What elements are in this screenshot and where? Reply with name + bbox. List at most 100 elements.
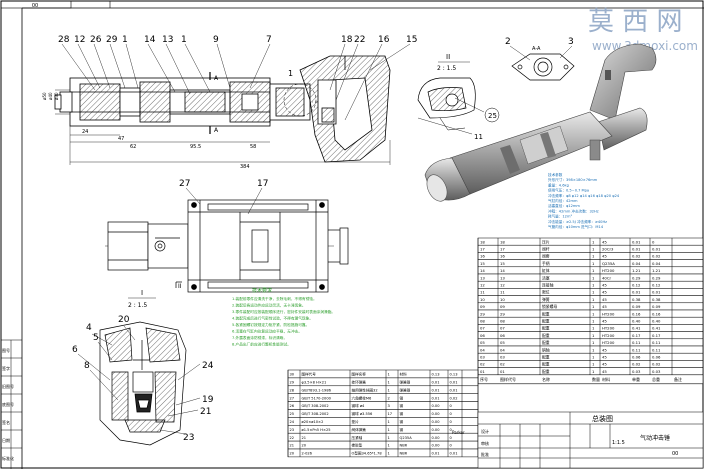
bom-row xyxy=(477,280,704,289)
bom-cell: 0.11 xyxy=(632,340,641,345)
bom-cell: 0.29 xyxy=(632,275,641,280)
balloon-27: 27 xyxy=(179,179,201,205)
bom-cell: 16 xyxy=(480,254,485,259)
bom-cell: Q235A xyxy=(400,436,413,440)
bom-cell: 1 xyxy=(592,333,595,338)
bom-cell: 21 xyxy=(302,436,307,440)
bom-cell: 0.09 xyxy=(652,304,661,309)
section-marker: A xyxy=(214,75,219,82)
spec-line: 活塞直径：φ12mm xyxy=(548,203,580,208)
bom-cell: 1 xyxy=(592,247,595,252)
spec-line: 冲程：42mm 冲击次数：32Hz xyxy=(548,208,599,213)
detail-leader xyxy=(77,353,111,381)
bom-cell: 弹簧钢 xyxy=(400,387,411,392)
title-block xyxy=(477,411,704,469)
dim-text-side: ø50 xyxy=(42,92,47,100)
bom-cell: GB/T 308-2002 xyxy=(302,404,329,408)
bom-cell: 0.17 xyxy=(652,333,661,338)
bom-cell: 28 xyxy=(290,388,295,392)
bom-cell: 配重 xyxy=(542,333,550,338)
spec-line: 冲击频率：φ8 φ12 φ14 φ16 φ18 φ20 φ24 xyxy=(548,193,620,198)
main-section-view xyxy=(54,55,391,165)
bom-cell: 09 xyxy=(500,304,505,309)
bom-cell: 20 xyxy=(302,444,307,448)
bom-cell: 0.04 xyxy=(632,261,641,266)
balloon-11: 11 xyxy=(474,133,483,141)
bom-cell: 01 xyxy=(480,369,485,374)
bom-cell: 23 xyxy=(290,428,295,432)
bom-cell: 15 xyxy=(480,261,485,266)
left-strip-label: 签字 xyxy=(2,365,10,371)
bom-cell: 2 xyxy=(388,396,390,400)
left-strip-label: 日期 xyxy=(2,437,10,443)
bom-cell: 29 xyxy=(290,381,295,385)
bom-cell: 0.02 xyxy=(652,362,661,367)
bom-cell: 钢 xyxy=(400,403,404,408)
detail-title: I xyxy=(141,289,143,297)
bom-cell: 05 xyxy=(480,340,485,345)
bom-cell: 0.40 xyxy=(632,319,641,324)
bom-cell: 0.16 xyxy=(652,311,661,316)
left-strip: 图号 签字 旧图号 底图号 签名 日期 标准化 xyxy=(1,339,22,469)
bom-cell: 1 xyxy=(592,283,595,288)
bom-cell: 1 xyxy=(592,254,595,259)
bom-row xyxy=(477,309,704,318)
bom-cell: 17 xyxy=(500,247,505,252)
bom-cell: 20 xyxy=(290,452,295,456)
bom-row xyxy=(477,244,704,253)
bom-cell: 弹簧 xyxy=(542,297,550,302)
bom-cell: 1 xyxy=(592,355,595,360)
detail-leader xyxy=(91,333,113,346)
bom-cell: 连接轴 xyxy=(542,283,554,288)
bom-cell: HT200 xyxy=(602,326,615,331)
dim-text: 58 xyxy=(250,144,256,150)
balloon-number: 16 xyxy=(378,35,390,45)
dim-text: 384 xyxy=(240,164,250,170)
bom-cell: 1 xyxy=(388,373,390,377)
bom-cell: 1 xyxy=(388,444,390,448)
bom-cell: 钢 xyxy=(400,419,404,424)
bom-cell: 1 xyxy=(388,420,390,424)
bom-cell: 1 xyxy=(592,275,595,280)
bom-cell: 钢球 ø4 xyxy=(352,403,366,408)
leader-line xyxy=(559,45,573,59)
bom-cell: 0.01 xyxy=(432,388,440,392)
balloon-number: 1 xyxy=(181,35,187,45)
bom-cell: 0.01 xyxy=(652,247,661,252)
detail-balloon-number: 20 xyxy=(118,315,130,325)
bom-cell: 10 xyxy=(500,297,505,302)
bom-cell: 0.13 xyxy=(450,373,458,377)
left-strip-label: 标准化 xyxy=(2,455,14,461)
section-A-label: A-A xyxy=(532,46,541,52)
bom-cell: ø1.5×Pn5 H×25 xyxy=(302,428,331,432)
balloon-17: 17 xyxy=(247,179,268,215)
bom-row xyxy=(477,360,704,368)
bom-cell: 1.21 xyxy=(652,268,661,273)
bom-header-cell: 序号 xyxy=(480,376,488,382)
spec-text-block: 技术参数外形尺寸：398×180×76mm重量：4.6kg使用气压：0.5~0.… xyxy=(548,172,620,229)
bom-cell: 钢球 ø3.556 xyxy=(352,411,374,416)
bom-cell: 04 xyxy=(480,347,485,352)
bom-cell: 0.00 xyxy=(432,436,441,440)
bom-cell: 22 xyxy=(290,436,295,440)
dim-text: 24 xyxy=(82,129,88,135)
tech-line: 4.装配完成后进行气密性试验，不得有漏气现象。 xyxy=(232,316,313,321)
bom-row xyxy=(477,352,704,361)
tech-line: 7.外露表面涂防锈漆，标识清晰。 xyxy=(232,335,287,340)
balloon-number: 14 xyxy=(144,35,156,45)
balloon-number: 12 xyxy=(74,35,85,45)
bom-row xyxy=(477,345,704,354)
bom-cell: 0.38 xyxy=(652,297,661,302)
bom-cell: 1 xyxy=(592,369,595,374)
bom-cell: 1 xyxy=(592,326,595,331)
bom-cell: 缸体 xyxy=(542,268,550,273)
maker-label: Parker xyxy=(452,430,465,435)
bom-cell: 07 xyxy=(500,326,505,331)
bom-cell: 01 xyxy=(500,369,505,374)
bom-cell: 图样名称 xyxy=(352,372,367,377)
bom-cell: 钢 xyxy=(400,411,404,416)
bom-cell: 锁紧螺母 xyxy=(542,304,557,309)
bom-cell: 0.01 xyxy=(450,381,458,385)
bom-cell: 0.02 xyxy=(450,396,458,400)
